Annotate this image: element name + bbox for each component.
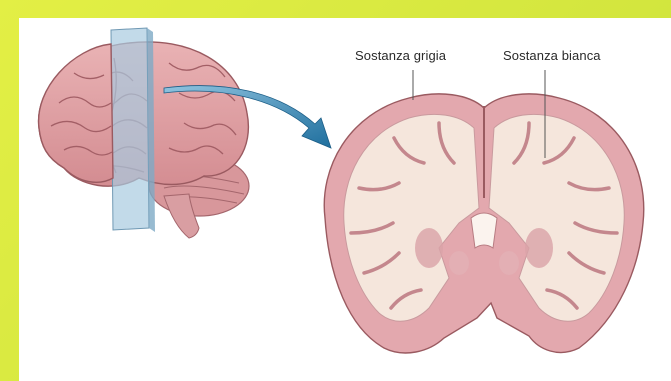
basal-ganglia-right — [525, 228, 553, 268]
coronal-section — [324, 94, 644, 353]
figure-panel: Sostanza grigia Sostanza bianca — [19, 18, 671, 381]
ventricles — [471, 213, 497, 248]
basal-ganglia-left — [415, 228, 443, 268]
white-matter-label: Sostanza bianca — [503, 48, 601, 63]
coronal-plane — [111, 28, 149, 230]
lateral-brain — [39, 28, 249, 238]
brain-illustration — [19, 18, 671, 381]
grey-matter-label: Sostanza grigia — [355, 48, 446, 63]
